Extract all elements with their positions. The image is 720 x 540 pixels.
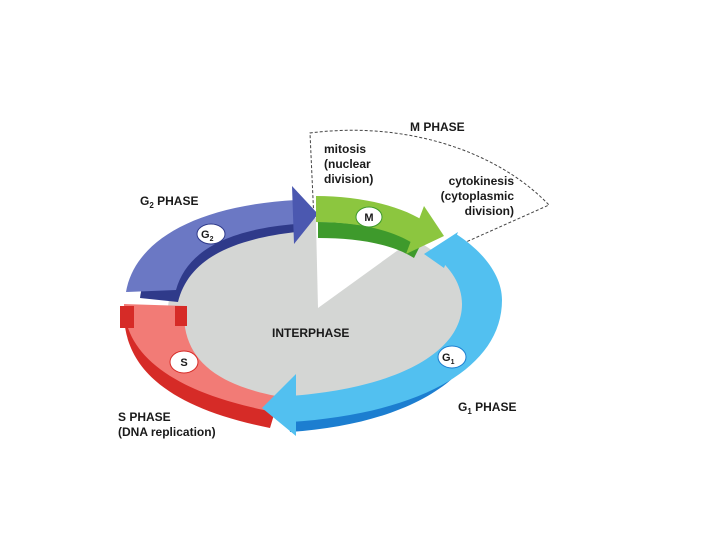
interphase-label: INTERPHASE bbox=[272, 326, 350, 340]
g1-phase-arrowhead bbox=[262, 374, 296, 436]
g2-phase-arc bbox=[126, 200, 296, 292]
mitosis-label: mitosis (nuclear division) bbox=[324, 142, 373, 187]
s-phase-arc bbox=[124, 304, 276, 412]
svg-text:G2: G2 bbox=[201, 229, 214, 243]
cytokinesis-label: cytokinesis (cytoplasmic division) bbox=[416, 174, 514, 219]
g2-phase-arrowhead bbox=[292, 186, 318, 244]
s-phase-flange-left bbox=[120, 306, 134, 328]
cytokinesis-line-2: (cytoplasmic bbox=[440, 189, 514, 203]
mitosis-line-3: division) bbox=[324, 172, 374, 186]
m-phase-arc-side bbox=[318, 222, 420, 258]
svg-text:G1: G1 bbox=[442, 352, 455, 366]
cytokinesis-line-3: division) bbox=[464, 204, 514, 218]
g1-phase-arc bbox=[290, 234, 502, 422]
m-phase-title: M PHASE bbox=[410, 120, 465, 134]
m-phase-arrowhead bbox=[406, 206, 444, 254]
s-badge: S bbox=[169, 350, 199, 374]
svg-text:S: S bbox=[180, 357, 187, 369]
s-phase-flange-right bbox=[175, 306, 187, 326]
g1-badge: G1 bbox=[437, 345, 467, 369]
cytokinesis-line-1: cytokinesis bbox=[448, 174, 514, 188]
g1-phase-label: G1 PHASE bbox=[458, 400, 517, 416]
g2-phase-label: G2 PHASE bbox=[140, 194, 199, 210]
m-badge: M bbox=[355, 206, 383, 228]
mitosis-line-1: mitosis bbox=[324, 142, 367, 156]
m-phase-wedge bbox=[309, 129, 550, 309]
g1-phase-start-notch bbox=[424, 232, 458, 268]
mitosis-line-2: (nuclear bbox=[324, 157, 371, 171]
svg-text:M: M bbox=[364, 212, 373, 224]
interphase-disc bbox=[168, 218, 468, 402]
s-phase-title: S PHASE bbox=[118, 410, 171, 424]
s-phase-subtitle: (DNA replication) bbox=[118, 425, 216, 439]
s-phase-label: S PHASE (DNA replication) bbox=[118, 410, 216, 440]
g2-badge: G2 bbox=[196, 223, 226, 245]
